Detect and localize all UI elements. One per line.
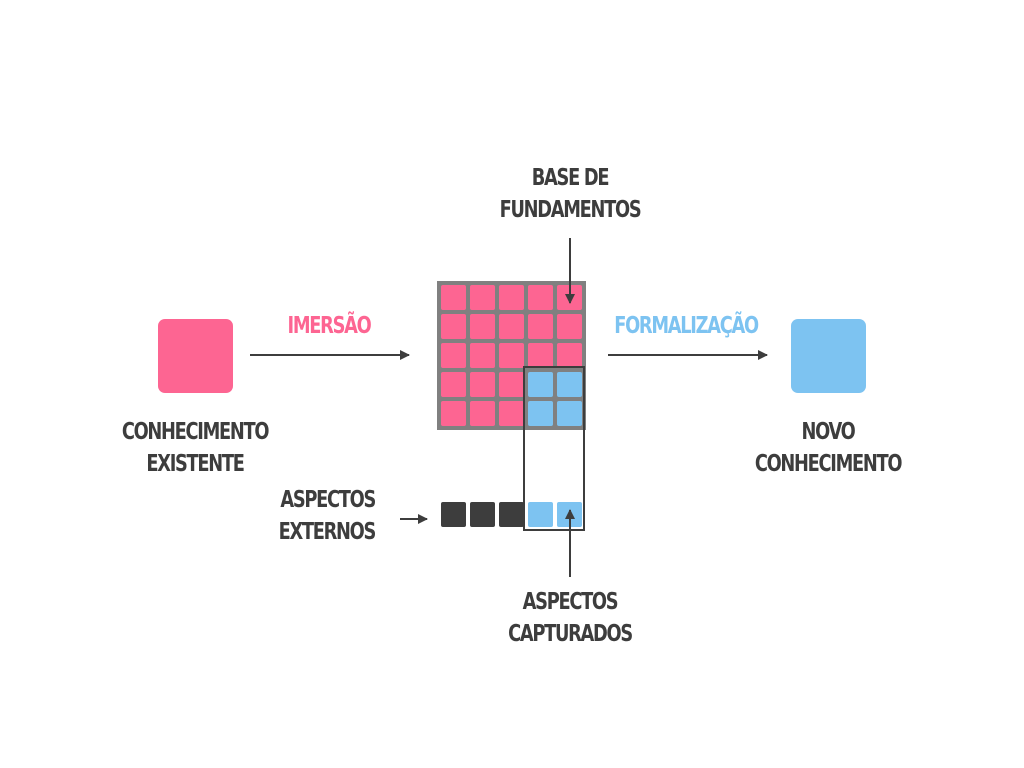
new-knowledge-square: [791, 319, 866, 393]
foundation-grid-cell: [470, 285, 495, 310]
foundation-grid-cell: [499, 372, 524, 397]
new-knowledge-label: NOVO CONHECIMENTO: [742, 416, 914, 480]
foundation-grid-cell: [557, 314, 582, 339]
captured-aspects-frame: [523, 366, 585, 531]
foundation-grid-cell: [528, 343, 553, 368]
external-aspects-line1: ASPECTOS: [280, 487, 376, 513]
new-knowledge-line2: CONHECIMENTO: [754, 451, 903, 477]
existing-knowledge-label: CONHECIMENTO EXISTENTE: [109, 416, 281, 480]
new-knowledge-line1: NOVO: [801, 419, 856, 445]
foundation-grid-cells: [441, 285, 582, 426]
foundation-grid-cell: [441, 401, 466, 426]
existing-knowledge-line2: EXISTENTE: [146, 451, 244, 477]
external-aspect-cell: [499, 502, 524, 527]
foundation-grid-cell: [499, 343, 524, 368]
immersion-label: IMERSÃO: [243, 310, 415, 342]
foundation-grid-cell: [441, 343, 466, 368]
foundation-base-label: BASE DE FUNDAMENTOS: [484, 162, 656, 226]
foundation-grid-cell: [470, 401, 495, 426]
formalization-label: FORMALIZAÇÃO: [600, 310, 772, 342]
captured-aspects-label: ASPECTOS CAPTURADOS: [484, 586, 656, 650]
formalization-text: FORMALIZAÇÃO: [614, 313, 759, 339]
external-aspect-cell: [470, 502, 495, 527]
external-aspect-cell: [441, 502, 466, 527]
foundation-grid-cell: [499, 401, 524, 426]
external-aspects-label: ASPECTOS EXTERNOS: [203, 484, 377, 548]
captured-aspects-line1: ASPECTOS: [522, 589, 619, 615]
foundation-grid-cell: [557, 343, 582, 368]
captured-grid-cell: [528, 401, 553, 426]
foundation-grid-cell: [528, 314, 553, 339]
foundation-grid-cell: [470, 314, 495, 339]
foundation-grid-cell: [441, 314, 466, 339]
foundation-grid-cell: [441, 372, 466, 397]
immersion-text: IMERSÃO: [287, 313, 372, 339]
foundation-grid-cell: [499, 285, 524, 310]
captured-aspect-cell: [528, 502, 553, 527]
captured-aspects-line2: CAPTURADOS: [508, 621, 633, 647]
captured-grid-cell: [557, 401, 582, 426]
foundation-grid-cell: [499, 314, 524, 339]
captured-grid-cell: [557, 372, 582, 397]
foundation-grid-cell: [441, 285, 466, 310]
external-aspects-row: [441, 502, 582, 527]
external-aspects-line2: EXTERNOS: [278, 519, 377, 545]
existing-knowledge-line1: CONHECIMENTO: [121, 419, 270, 445]
foundation-grid-cell: [470, 343, 495, 368]
captured-grid-cell: [528, 372, 553, 397]
foundation-grid-cell: [470, 372, 495, 397]
foundation-base-line1: BASE DE: [531, 165, 610, 191]
foundation-grid-cell: [528, 285, 553, 310]
foundation-base-line2: FUNDAMENTOS: [499, 197, 642, 223]
existing-knowledge-square: [158, 319, 233, 393]
